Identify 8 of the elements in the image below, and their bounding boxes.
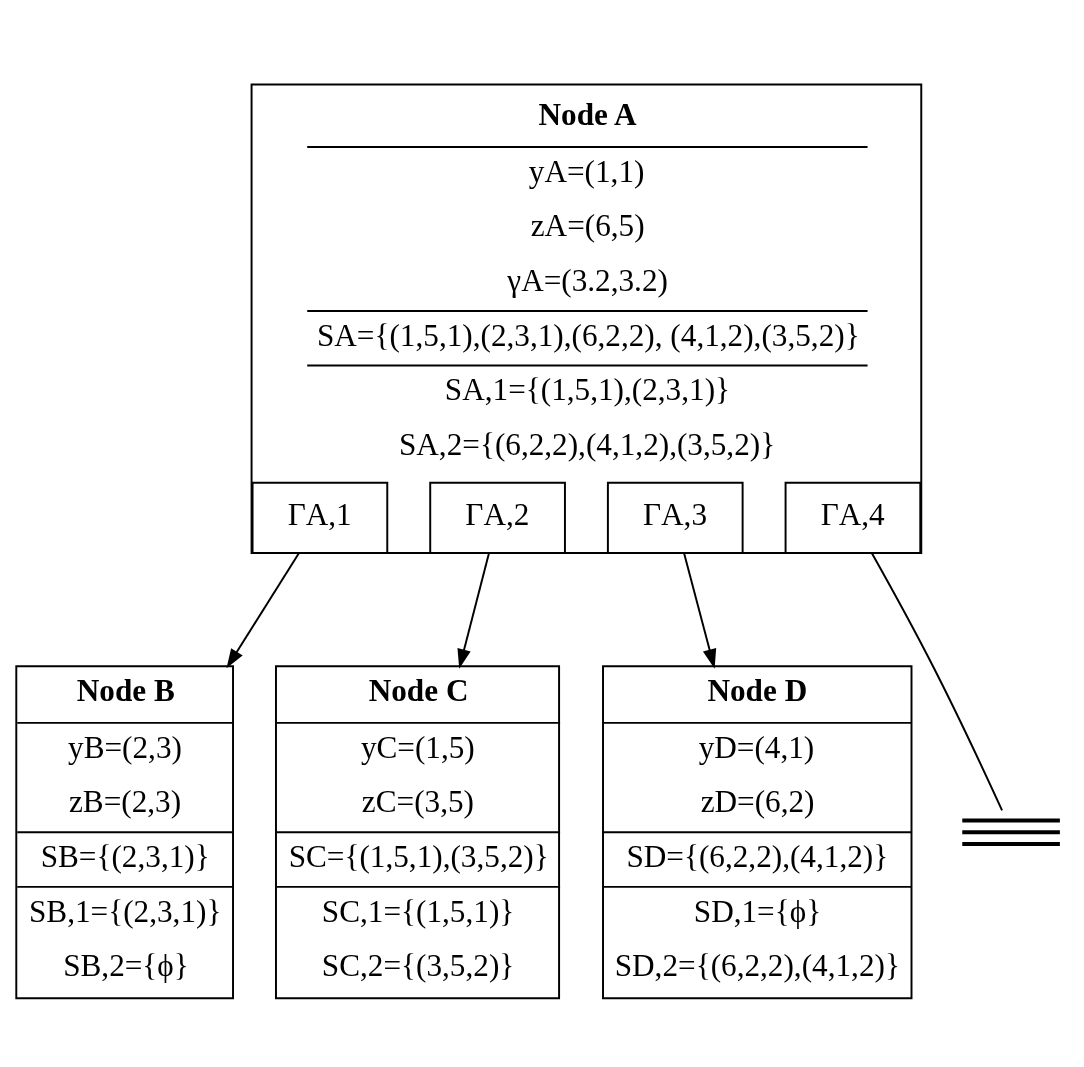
node-box: ΓA,2 xyxy=(429,481,566,554)
node-box: ΓA,1 xyxy=(251,481,389,554)
node-box: ΓA,4 xyxy=(784,481,922,554)
connector xyxy=(870,552,1004,812)
arrow xyxy=(683,552,717,669)
arrow xyxy=(226,552,300,669)
arrow xyxy=(457,552,490,669)
node-box: ΓA,3 xyxy=(606,481,744,554)
